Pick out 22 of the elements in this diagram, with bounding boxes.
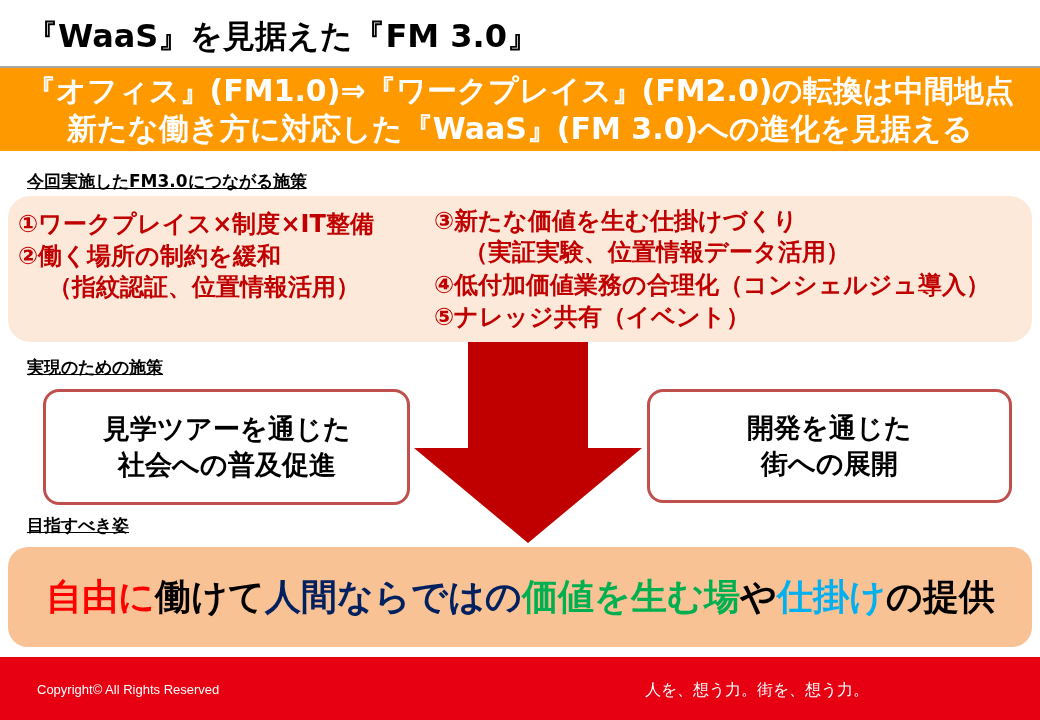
- measure-item: ⑤ナレッジ共有（イベント）: [434, 302, 752, 333]
- measure-item: ③新たな価値を生む仕掛けづくり（実証実験、位置情報データ活用）: [434, 206, 851, 268]
- banner-text: 新たな働き方に対応した『WaaS』(FM 3.0)への進化を見据える: [66, 109, 974, 148]
- tagline: 人を、想う力。街を、想う力。: [645, 679, 869, 701]
- measure-item: ①ワークプレイス×制度×IT整備: [18, 209, 375, 240]
- section-heading: 実現のための施策: [27, 356, 163, 378]
- goal-statement: 自由に働けて人間ならではの価値を生む場や仕掛けの提供: [45, 575, 995, 619]
- measure-text: 見学ツアーを通じた社会への普及促進: [101, 412, 352, 482]
- measures-panel: [8, 196, 1032, 342]
- banner-text: 『オフィス』(FM1.0)⇒『ワークプレイス』(FM2.0)の転換は中間地点: [25, 71, 1015, 110]
- measure-box: [43, 389, 410, 505]
- section-heading: 目指すべき姿: [27, 514, 129, 536]
- slide-title: 『WaaS』を見据えた『FM 3.0』: [26, 16, 539, 57]
- measure-item: ④低付加価値業務の合理化（コンシェルジュ導入）: [434, 270, 992, 301]
- measure-item: ②働く場所の制約を緩和（指紋認証、位置情報活用）: [18, 241, 361, 303]
- measure-box: [647, 389, 1012, 503]
- measure-text: 開発を通じた街への展開: [746, 411, 913, 481]
- banner: [0, 66, 1040, 151]
- goal-panel: [8, 547, 1032, 647]
- section-heading: 今回実施したFM3.0につながる施策: [27, 170, 307, 192]
- copyright-notice: Copyright© All Rights Reserved: [37, 681, 220, 699]
- block-arrow: [414, 342, 642, 543]
